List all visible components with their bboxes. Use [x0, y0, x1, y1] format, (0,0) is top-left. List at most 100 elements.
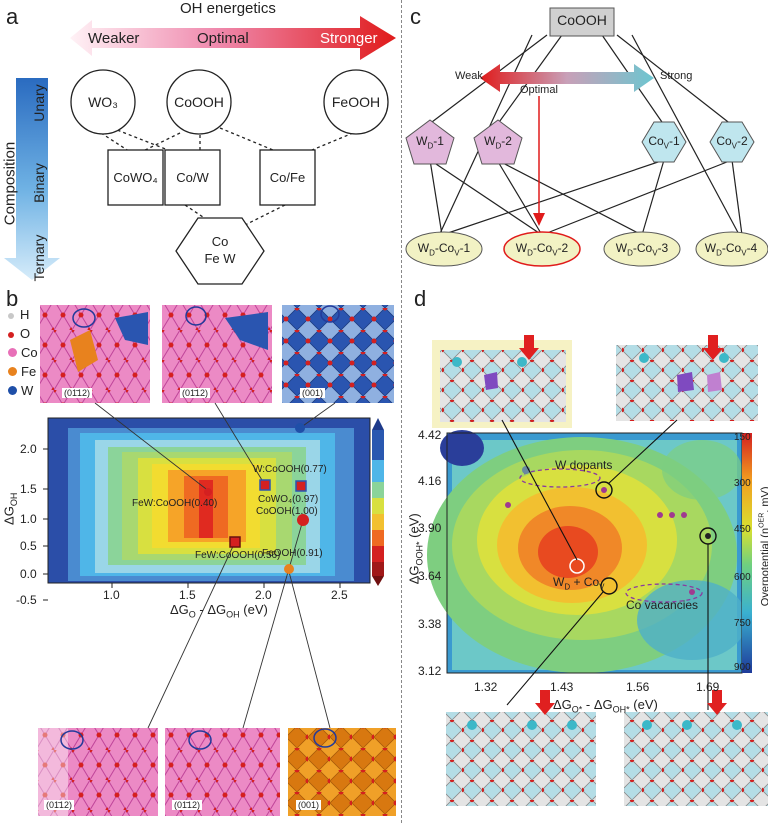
cowo4-label: CoWO₄	[113, 170, 158, 185]
c-weak-label: Weak	[455, 70, 483, 82]
legend-h-dot	[8, 313, 14, 319]
d-cbar-tick-6: 900	[734, 662, 751, 673]
cov1-node	[641, 121, 687, 163]
ann-w-cooh: W:CoOOH(0.77)	[253, 464, 327, 475]
d-arrow-1	[519, 335, 539, 360]
top-facet-2: (01̄12)	[180, 388, 211, 398]
d-cbar-tick-4: 600	[734, 572, 751, 583]
d-co-vac-label: Co vacancies	[626, 598, 699, 612]
d-cbar-tick-1: 150	[734, 432, 751, 443]
wd1-node	[405, 119, 455, 165]
d-cbar-tick-3: 450	[734, 524, 751, 535]
cooh-node	[166, 69, 232, 135]
bottom-facet-1: (01̄12)	[44, 800, 75, 810]
b-ytick-1: 2.0	[20, 442, 37, 456]
wo3-label: WO₃	[88, 94, 118, 110]
wdcov3-node	[603, 231, 681, 267]
w-dopants-ellipse	[519, 468, 601, 488]
wdcov1-label: WD-CoV-1	[417, 241, 471, 258]
d-xtick-2: 1.43	[550, 680, 574, 694]
d-arrow-4	[707, 690, 727, 715]
wd2-node	[473, 119, 523, 165]
d-xtick-1: 1.32	[474, 680, 498, 694]
ann-cooh: CoOOH(1.00)	[256, 506, 318, 517]
d-cbar-tick-2: 300	[734, 478, 751, 489]
oh-energetics-arrow	[70, 16, 396, 60]
panel-c-label: c	[410, 4, 421, 29]
panel-a-label: a	[6, 4, 19, 29]
cov2-label: CoV-2	[716, 134, 748, 151]
arrow-stronger: Stronger	[320, 30, 378, 47]
wdcov4-node	[695, 231, 768, 267]
panel-c-diagram	[405, 7, 768, 267]
legend-fe: Fe	[8, 362, 38, 381]
arrow-weaker: Weaker	[88, 30, 140, 47]
cofe-label: Co/Fe	[269, 170, 306, 185]
b-ylabel: ΔGOH	[1, 492, 19, 525]
optimal-arrow-head	[533, 213, 545, 226]
cow-node	[164, 149, 221, 206]
b-ytick-5: 0.0	[20, 567, 37, 581]
cofew-label-1: Co	[211, 234, 229, 249]
ann-few-056: FeW:CoOOH(0.56)	[195, 550, 281, 561]
pt-w-sq	[295, 480, 307, 492]
cow-label: Co/W	[176, 170, 209, 185]
d-bottom-structure-2	[624, 690, 768, 806]
d-ylabel: ΔGOOH* (eV)	[406, 513, 425, 585]
cov2-node	[709, 121, 755, 163]
wdcov2-node	[503, 231, 581, 267]
wo3-node	[70, 69, 136, 135]
d-top-structure-1	[432, 335, 572, 428]
panel-a-diagram	[4, 16, 396, 285]
cofew-node	[175, 217, 265, 285]
weak-strong-arrow	[480, 64, 654, 92]
d-ytick-4: 3.64	[418, 569, 442, 583]
d-ytick-3: 3.90	[418, 521, 442, 535]
d-ytick-2: 4.16	[418, 474, 442, 488]
top-structure-3	[282, 305, 394, 403]
top-structure-1	[40, 305, 150, 403]
co-vac-ellipse	[625, 583, 703, 603]
pt-wo3-dot	[295, 423, 305, 433]
d-xtick-4: 1.69	[696, 680, 720, 694]
top-facet-1: (01̄12)	[62, 388, 93, 398]
wdcov3-label: WD-CoV-3	[615, 241, 669, 258]
legend-h: H	[8, 305, 38, 324]
pt-cowo4-sq	[259, 479, 271, 491]
c-root-label: CoOOH	[557, 12, 607, 28]
d-ytick-5: 3.38	[418, 617, 442, 631]
d-w-dopants-label: W dopants	[555, 458, 613, 472]
cofew-label-2: Fe W	[204, 251, 236, 266]
c-strong-label: Strong	[660, 70, 693, 82]
cooh-label: CoOOH	[174, 94, 224, 110]
volcano-colorbar	[372, 418, 384, 586]
ann-cowo4: CoWO₄(0.97)	[258, 494, 319, 505]
d-top-structure-2	[616, 335, 758, 421]
feooh-node	[323, 69, 389, 135]
d-xlabel: ΔGO* - ΔGOH* (eV)	[553, 697, 658, 715]
legend-o: O	[8, 324, 38, 343]
d-colorbar	[742, 433, 752, 673]
b-ytick-4: 0.5	[20, 539, 37, 553]
d-ytick-6: 3.12	[418, 664, 442, 678]
bottom-facet-2: (01̄12)	[172, 800, 203, 810]
d-xtick-3: 1.56	[626, 680, 650, 694]
ann-feooh: FeOOH(0.91)	[262, 548, 323, 559]
panel-d-label: d	[414, 286, 427, 311]
pt-feooh-dot	[284, 564, 294, 574]
c-root-node	[549, 7, 615, 37]
hl-co-vac	[600, 577, 618, 595]
atom-legend: H O Co Fe W	[8, 305, 38, 400]
ann-few-040: FeW:CoOOH(0.40)	[132, 498, 218, 509]
b-ytick-3: 1.0	[20, 512, 37, 526]
d-arrow-3	[535, 690, 555, 715]
hl-w-dopants	[595, 481, 613, 499]
top-facet-3: (001)	[300, 388, 326, 398]
legend-w-dot	[8, 386, 17, 395]
pt-cooh-dot	[297, 514, 309, 526]
b-xtick-3: 2.0	[255, 588, 272, 602]
panel-b-label: b	[6, 286, 19, 311]
cowo4-node	[107, 149, 164, 206]
panel-b-graphics	[38, 305, 396, 816]
panel-d-graphics	[427, 335, 768, 806]
